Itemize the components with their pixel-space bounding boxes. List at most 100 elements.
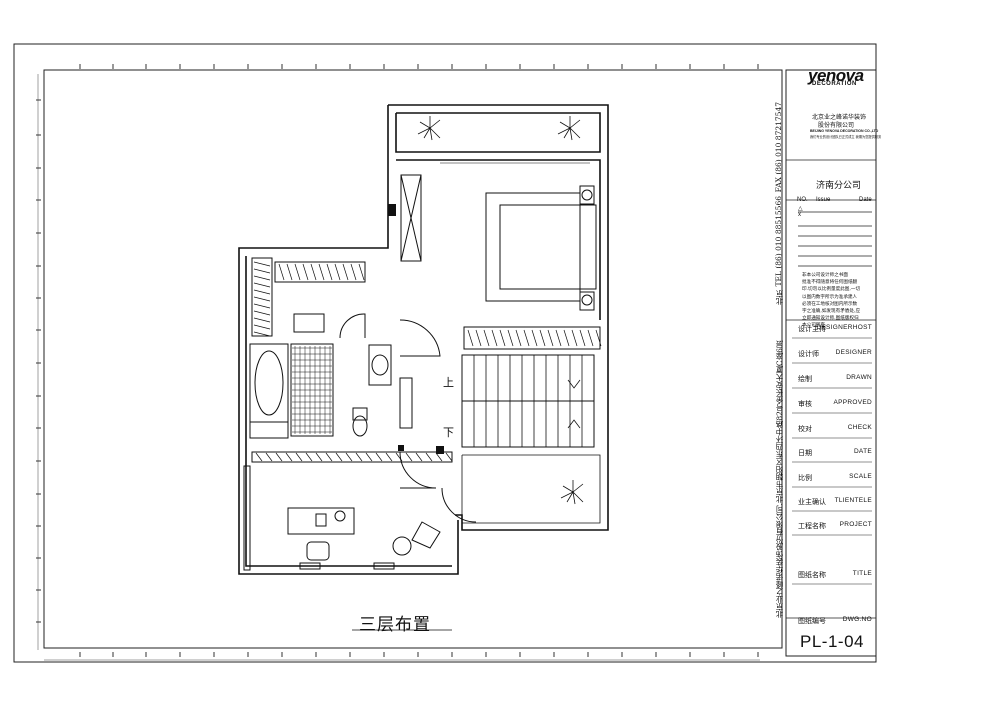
title-block-row-value: DRAWN [846,374,872,381]
hanger [253,324,271,330]
bathroom-door[interactable] [339,313,366,339]
hanger [310,263,317,281]
hanger [294,263,301,281]
revision-date-header: Date [859,197,872,203]
company-logo-sub: DECORATION [812,81,857,87]
hanger [342,263,349,281]
bathtub-basin [254,350,284,416]
hanger [275,452,283,462]
stair-door[interactable] [399,319,441,357]
title-block-row-value: DWG.NO [842,616,872,623]
title-block-row-value: PROJECT [839,521,872,528]
hanger [425,452,433,462]
revision-mark-triangle: △ [798,206,803,212]
title-block-row-value: DATE [853,448,872,455]
top-balcony-plants [417,116,581,141]
hanger [467,329,474,347]
balcony-door[interactable] [441,487,477,523]
hanger [405,452,413,462]
desk [287,507,355,535]
hanger [531,329,538,347]
hanger [415,452,423,462]
closets [251,257,601,463]
title-block-frame [785,69,877,657]
staircase[interactable] [461,354,595,448]
bookshelf [243,465,251,571]
bedroom [400,162,597,311]
title-block-row-label: 工程名称 [798,523,826,530]
wardrobe [400,174,422,262]
notice-line: 批准不得随意将任何图纸翻 [802,280,858,286]
hanger [587,329,594,347]
nightstand [579,185,595,205]
hanger [515,329,522,347]
hanger [375,452,383,462]
hanger [355,452,363,462]
hanger [435,452,443,462]
city-label: 北京 [775,290,784,305]
bed-mattress [499,204,581,290]
title-block-row-label: 图纸名称 [798,572,826,579]
drawing-title: 三层布置 [359,615,431,635]
nightstand [579,291,595,311]
bed-headboard [579,204,597,290]
sheet-inner-border [43,69,783,649]
title-block-row-value: DESIGNERHOST [816,324,872,331]
towel-rack [399,377,413,429]
hanger [571,329,578,347]
company-logo: yenova [808,66,864,85]
hanger [334,263,341,281]
notice-line: 必须在工地核对图内所示数 [802,301,858,307]
bottom-right-plant [461,454,601,524]
hanger [315,452,323,462]
stair-arrows [567,379,581,429]
chair[interactable] [306,541,330,561]
company-english-name: BEIJING YENOVA DECORATION CO.,LTD [810,129,879,133]
hanger [253,268,271,274]
shower-area [290,343,334,437]
title-block-row-label: 绘制 [798,376,812,383]
column [398,445,404,451]
bathtub [249,343,289,423]
notice-line: 本公司所有. [802,323,827,329]
closet-hangers [253,261,602,462]
revision-issue-header: Issue [816,197,831,203]
hanger [350,263,357,281]
closet-side [251,257,273,337]
study-door[interactable] [399,451,437,489]
hanger [253,289,271,295]
desk-lamp-icon [334,510,346,522]
hanger [445,452,453,462]
lamp-icon [581,294,593,306]
hanger [523,329,530,347]
sink-icon [371,354,389,376]
closet-upper [274,261,366,283]
revision-no-header: NO. [797,197,808,203]
title-block-row-label: 图纸编号 [798,618,826,625]
drawing-number: PL-1-04 [800,632,864,651]
hanger [253,331,271,337]
shower-tiles [292,346,332,434]
notice-line: 以图内数字所示为准承建人 [802,294,858,300]
exterior-walls [238,104,609,575]
toilet-icon [352,415,368,437]
hanger [305,452,313,462]
hanger [595,329,602,347]
hanger [302,263,309,281]
bath-step [249,421,289,439]
hanger [253,310,271,316]
stair-treads [473,355,583,447]
telephone-number: TEL (86) 010 88515566 [774,196,783,287]
title-block-row-label: 业主确认 [798,499,826,506]
hanger [286,263,293,281]
title-block-row-value: CHECK [847,424,872,431]
company-name-line1: 北京业之峰诺华装饰 [812,114,867,121]
hanger [579,329,586,347]
hanger [295,452,303,462]
hanger [365,452,373,462]
hanger [491,329,498,347]
title-block-row-value: APPROVED [833,399,872,406]
hanger [385,452,393,462]
